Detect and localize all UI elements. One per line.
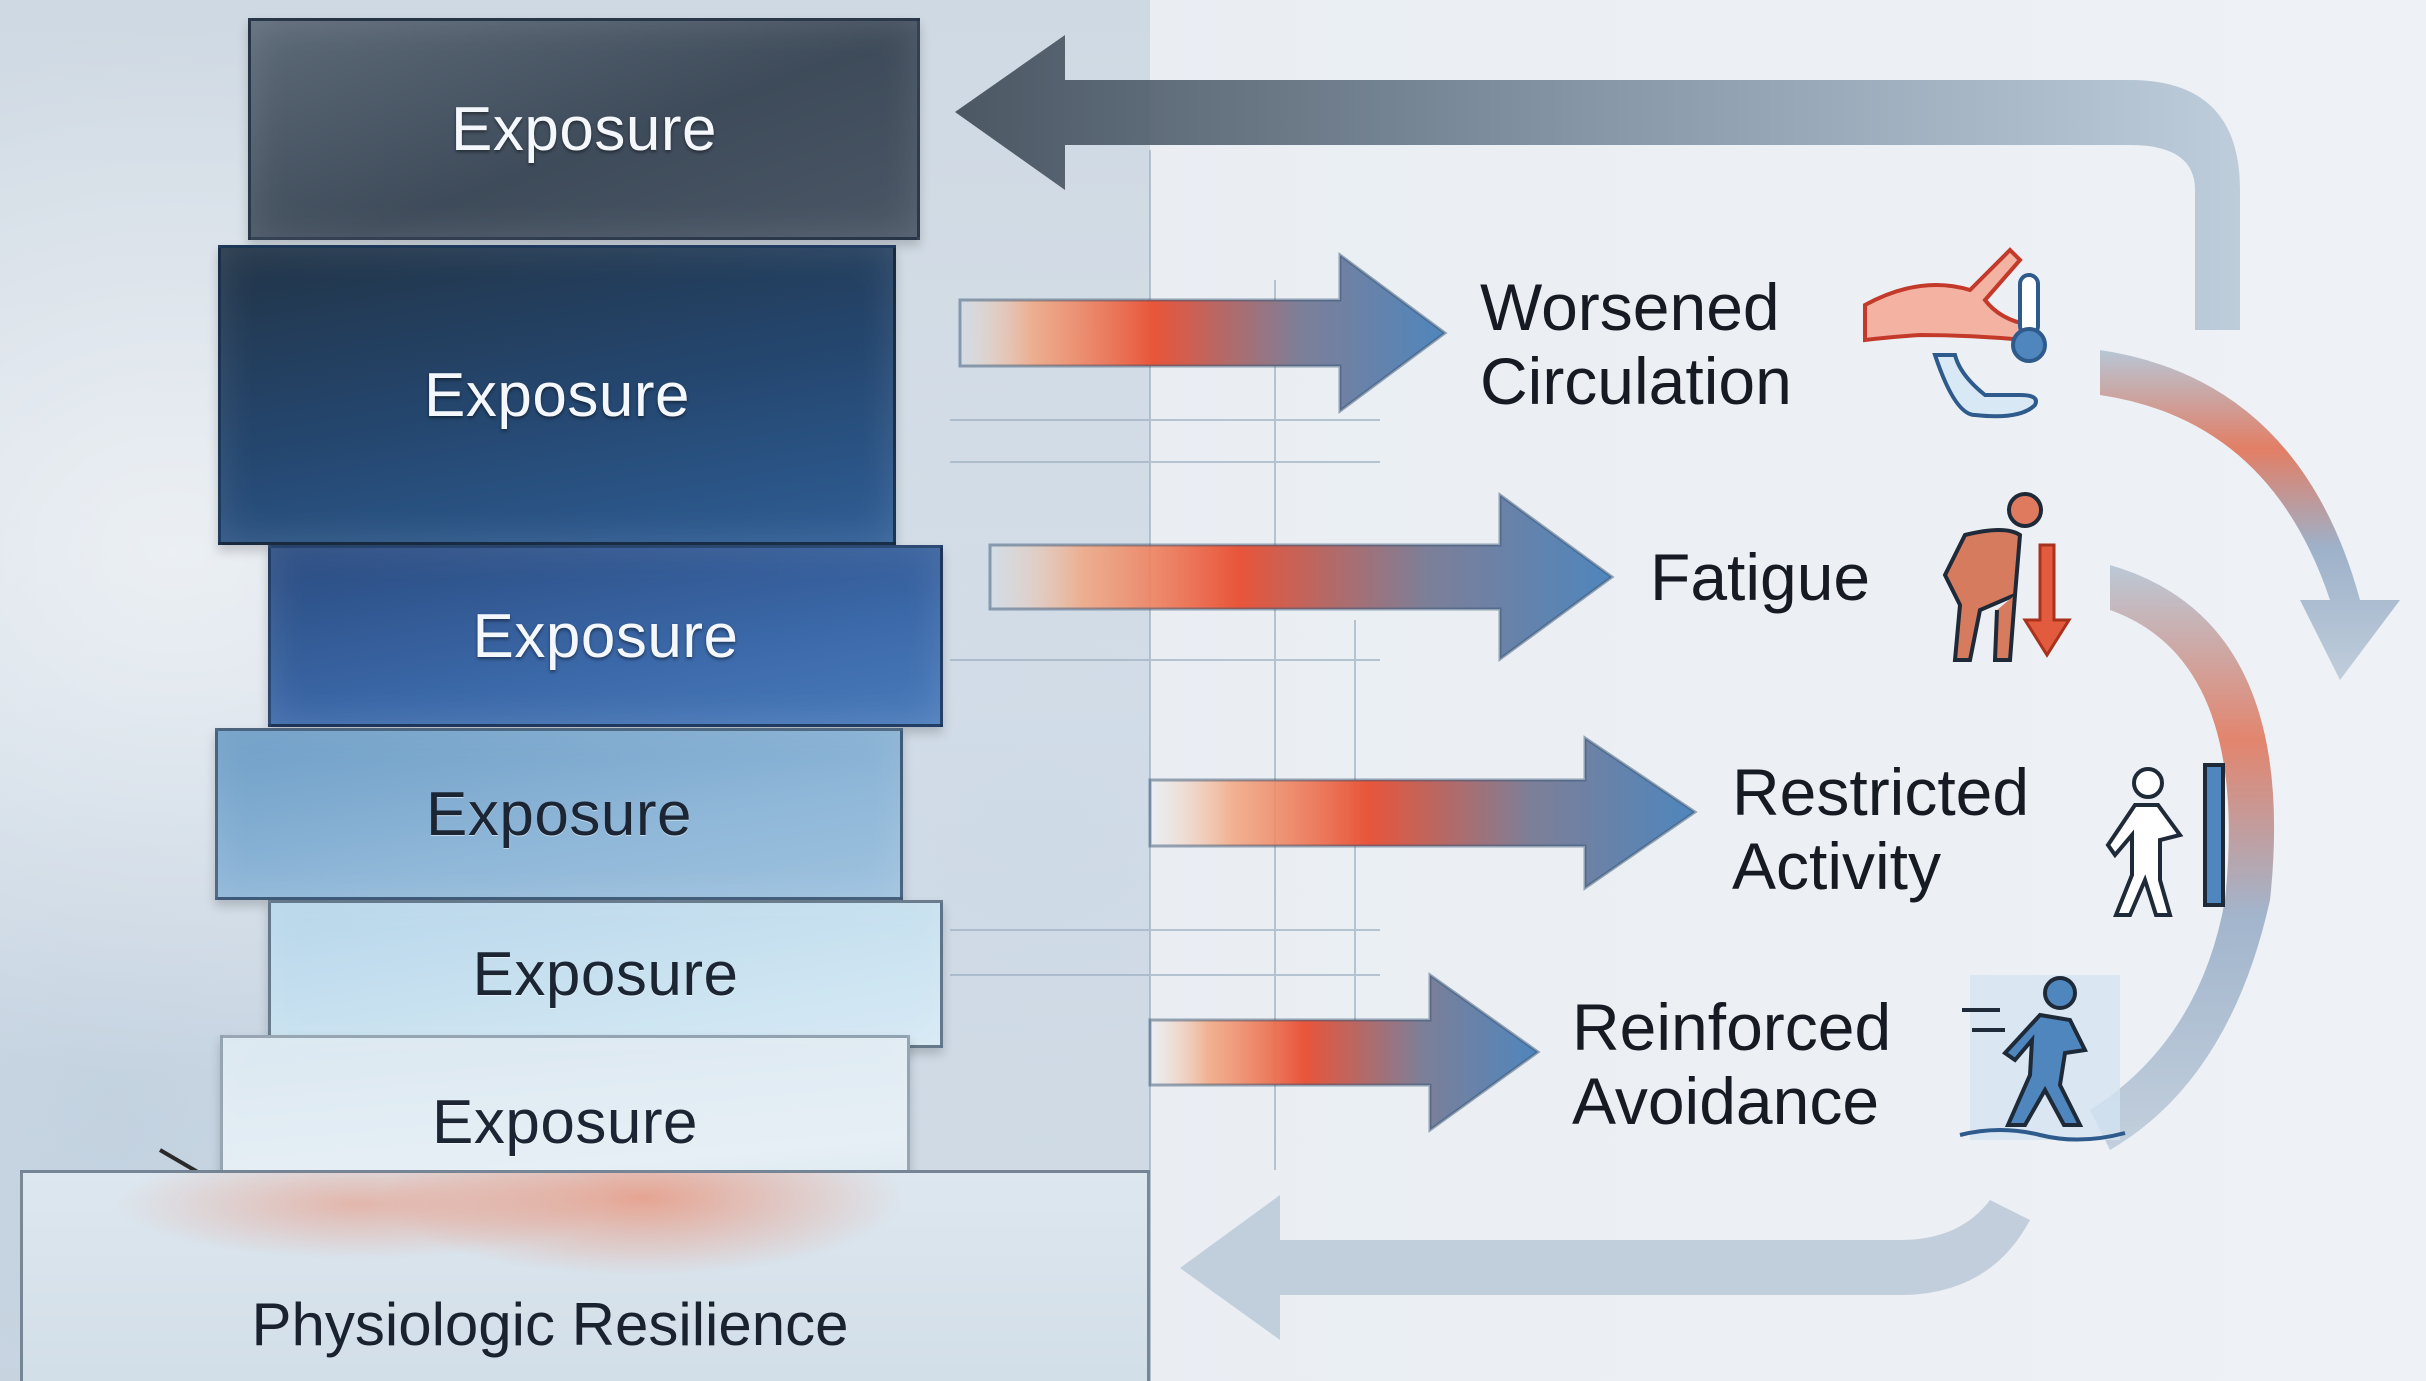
effect-line-1: Reinforced (1572, 990, 1892, 1064)
effect-line-1: Fatigue (1650, 540, 1871, 614)
exposure-block-3: Exposure (268, 545, 943, 727)
exposure-block-4: Exposure (215, 728, 903, 900)
curve-arrow-1 (2100, 350, 2400, 680)
curve-arrow-2 (2090, 565, 2275, 1150)
exposure-label: Exposure (432, 1088, 698, 1157)
exposure-label: Exposure (472, 601, 739, 671)
effect-reinforced-avoidance: Reinforced Avoidance (1572, 990, 1891, 1138)
base-label: Physiologic Resilience (251, 1291, 849, 1358)
arrow-to-reinforced-avoidance (1148, 972, 1541, 1133)
arrow-to-fatigue (988, 492, 1615, 662)
return-bottom-arrow (1180, 1195, 2030, 1340)
effect-line-1: Worsened (1480, 270, 1780, 344)
effect-line-1: Restricted (1732, 755, 2030, 829)
circulation-cold-foot-icon (1863, 247, 2047, 419)
exposure-label: Exposure (424, 360, 690, 430)
exposure-block-5: Exposure (268, 900, 943, 1048)
person-blocked-by-wall-icon (2105, 763, 2225, 917)
exposure-label: Exposure (472, 939, 739, 1009)
effect-line-2: Circulation (1480, 344, 1792, 418)
effect-line-2: Activity (1732, 829, 1942, 903)
effect-worsened-circulation: Worsened Circulation (1480, 270, 1792, 418)
person-walking-in-snow-icon (1959, 975, 2126, 1142)
arrow-to-restricted-activity (1148, 735, 1698, 891)
effect-line-2: Avoidance (1572, 1064, 1880, 1138)
exposure-block-1: Exposure (248, 18, 920, 240)
effect-restricted-activity: Restricted Activity (1732, 755, 2029, 903)
exposure-block-2: Exposure (218, 245, 896, 545)
physiologic-resilience-base: Physiologic Resilience (20, 1170, 1150, 1381)
effect-fatigue: Fatigue (1650, 540, 1870, 614)
exposure-label: Exposure (426, 779, 692, 849)
feedback-loop-top-arrow (955, 35, 2240, 330)
exposure-label: Exposure (451, 94, 717, 164)
fatigued-person-down-arrow-icon (1942, 492, 2072, 662)
arrow-to-worsened-circulation (958, 252, 1448, 414)
